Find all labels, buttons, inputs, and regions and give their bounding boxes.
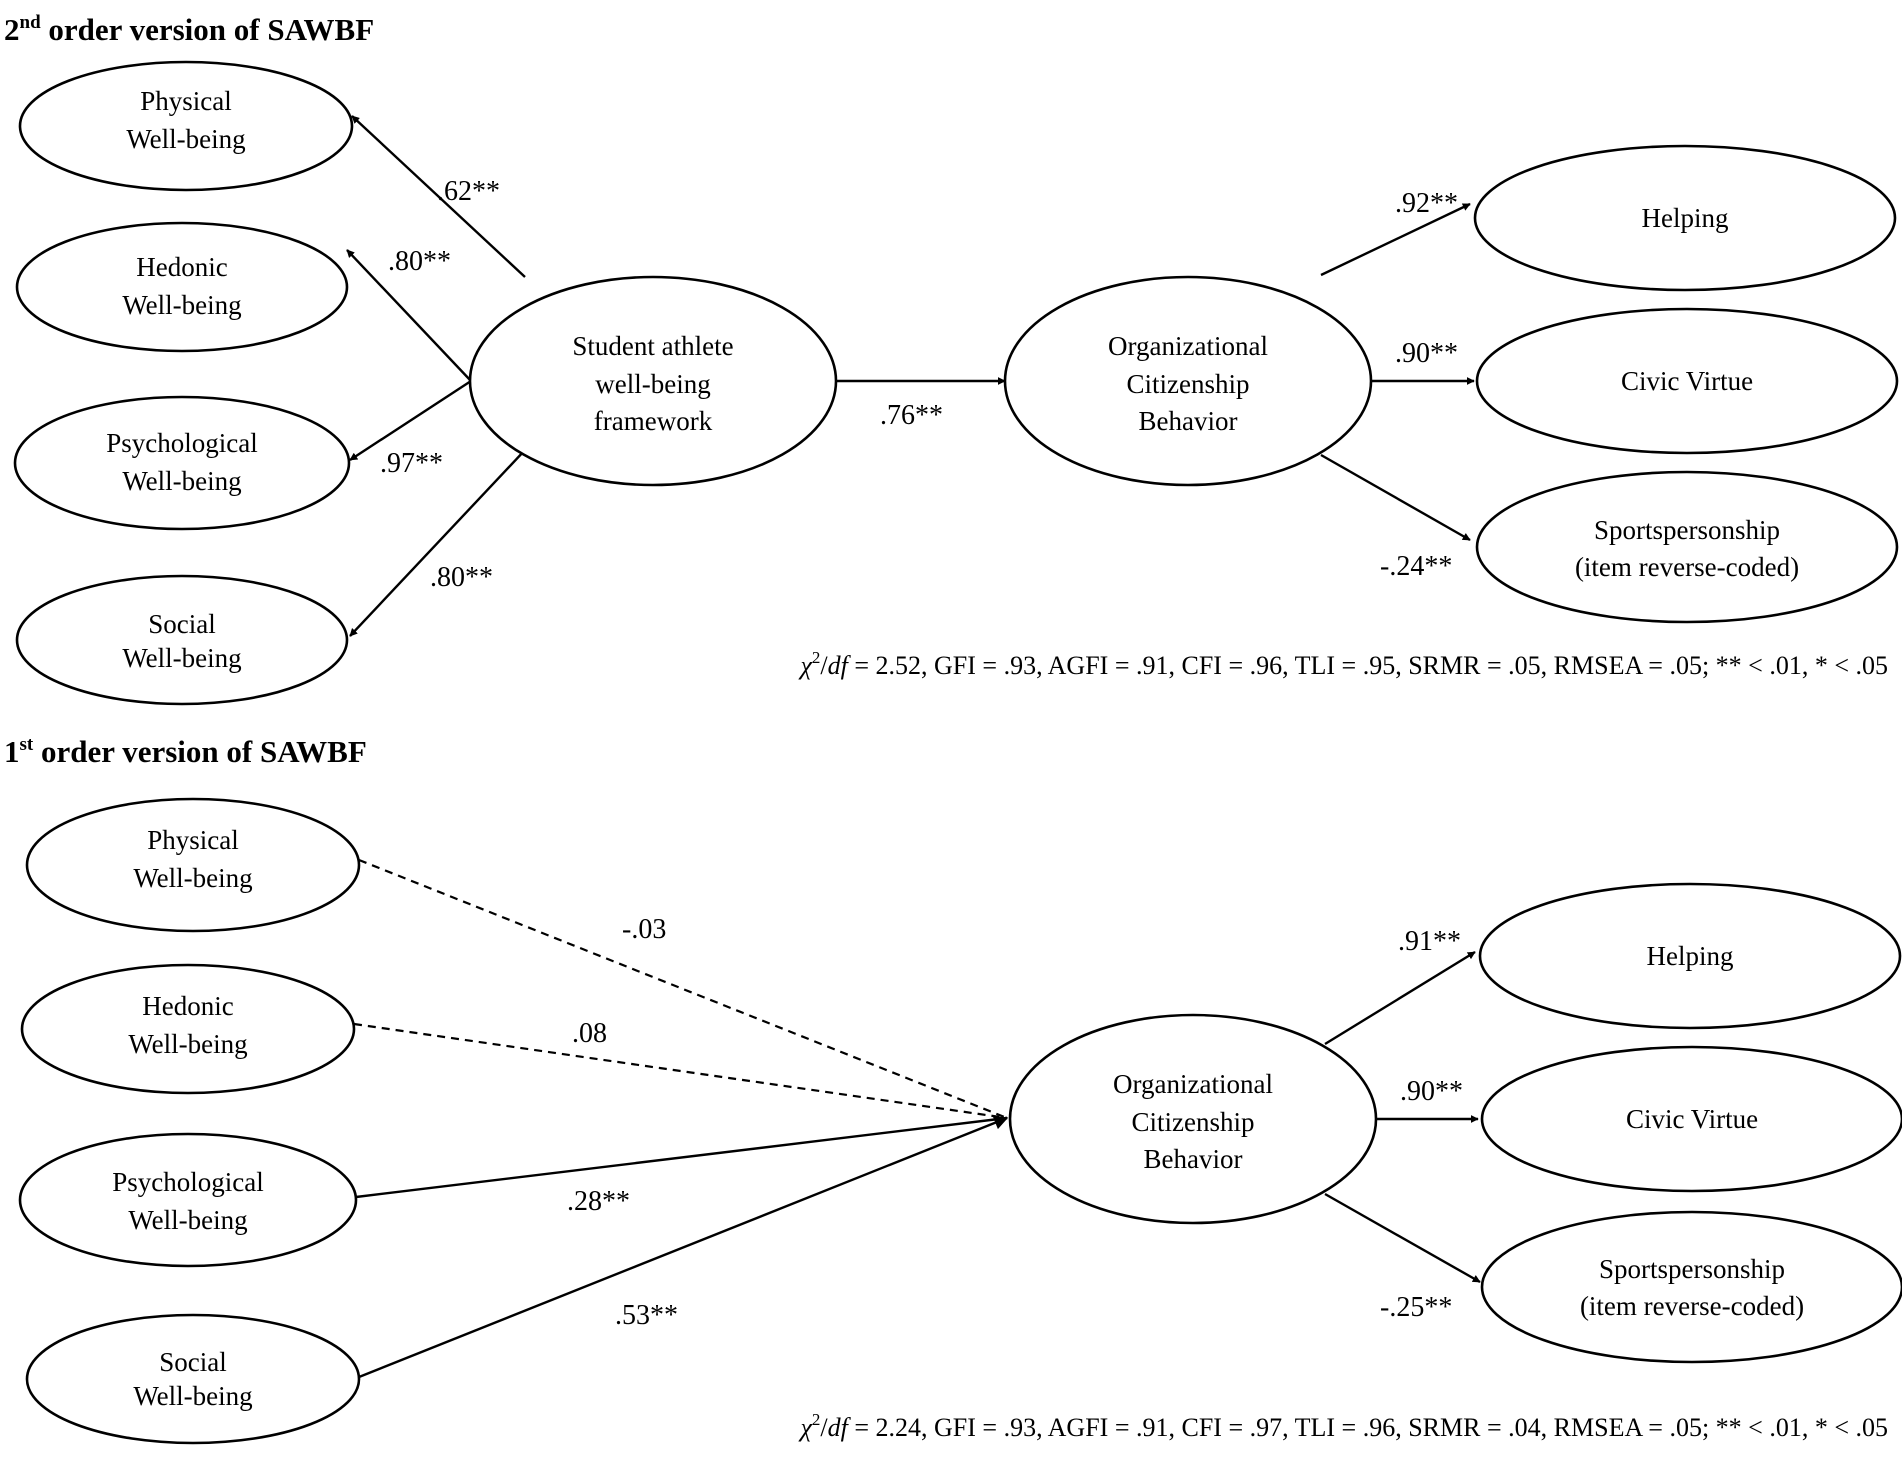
svg-text:(item reverse-coded): (item reverse-coded) bbox=[1575, 552, 1799, 582]
edge-ocb-helping bbox=[1320, 202, 1471, 277]
edge-hedonic-ocb bbox=[353, 1022, 1008, 1120]
panel-first-order: 1st order version of SAWBF Physical Well… bbox=[4, 734, 1902, 1445]
edge-sawbf-social bbox=[349, 449, 526, 637]
coef-ocb-civic: .90** bbox=[1395, 338, 1458, 369]
edge-ocb-helping-1st bbox=[1324, 950, 1476, 1046]
edge-psychological-ocb bbox=[355, 1116, 1008, 1199]
fit-statistics-second-order: χ2/df = 2.52, GFI = .93, AGFI = .91, CFI… bbox=[797, 648, 1888, 680]
svg-text:Sportspersonship: Sportspersonship bbox=[1594, 515, 1780, 545]
coef-ocb-civic-1st: .90** bbox=[1400, 1076, 1463, 1107]
panel-title-first-order: 1st order version of SAWBF bbox=[4, 734, 367, 769]
svg-text:Physical: Physical bbox=[140, 86, 232, 116]
svg-text:Well-being: Well-being bbox=[133, 863, 252, 893]
panel-second-order: 2nd order version of SAWBF Physical Well… bbox=[4, 12, 1899, 706]
node-organizational-citizenship-behavior: Organizational Citizenship Behavior bbox=[1003, 275, 1373, 487]
svg-text:Social: Social bbox=[159, 1347, 227, 1377]
node-sportspersonship: Sportspersonship (item reverse-coded) bbox=[1475, 470, 1899, 624]
svg-text:Psychological: Psychological bbox=[112, 1167, 263, 1197]
coef-sawbf-ocb: .76** bbox=[880, 400, 943, 431]
coef-sawbf-hedonic: .80** bbox=[388, 246, 451, 277]
coef-ocb-sports: -.24** bbox=[1380, 551, 1452, 582]
svg-text:(item reverse-coded): (item reverse-coded) bbox=[1580, 1291, 1804, 1321]
edge-social-ocb bbox=[358, 1116, 1009, 1379]
edge-ocb-sports-1st bbox=[1324, 1192, 1481, 1284]
edge-sawbf-psychological bbox=[349, 379, 472, 462]
node-physical-wellbeing: Physical Well-being bbox=[18, 60, 354, 192]
edge-sawbf-physical bbox=[351, 115, 526, 278]
coef-sawbf-psychological: .97** bbox=[380, 448, 443, 479]
svg-text:Sportspersonship: Sportspersonship bbox=[1599, 1254, 1785, 1284]
node-civic-virtue: Civic Virtue bbox=[1475, 307, 1899, 455]
svg-text:Well-being: Well-being bbox=[128, 1205, 247, 1235]
edge-sawbf-hedonic bbox=[346, 249, 472, 382]
svg-text:Organizational: Organizational bbox=[1113, 1069, 1273, 1099]
node-social-wellbeing-1st: Social Well-being bbox=[25, 1313, 361, 1445]
coef-ocb-helping-1st: .91** bbox=[1398, 926, 1461, 957]
coef-social-ocb: .53** bbox=[615, 1300, 678, 1331]
edge-ocb-sports bbox=[1320, 453, 1471, 542]
node-civic-virtue-1st: Civic Virtue bbox=[1480, 1045, 1902, 1193]
svg-text:well-being: well-being bbox=[595, 369, 710, 399]
svg-text:Well-being: Well-being bbox=[122, 643, 241, 673]
coef-physical-ocb: -.03 bbox=[622, 914, 666, 945]
coef-hedonic-ocb: .08 bbox=[572, 1018, 607, 1049]
svg-text:Well-being: Well-being bbox=[126, 124, 245, 154]
svg-text:Organizational: Organizational bbox=[1108, 331, 1268, 361]
svg-text:Psychological: Psychological bbox=[106, 428, 257, 458]
coef-sawbf-social: .80** bbox=[430, 562, 493, 593]
node-psychological-wellbeing: Psychological Well-being bbox=[13, 395, 351, 531]
svg-text:Well-being: Well-being bbox=[122, 466, 241, 496]
panel-title-second-order: 2nd order version of SAWBF bbox=[4, 12, 374, 47]
svg-text:Physical: Physical bbox=[147, 825, 239, 855]
svg-text:Citizenship: Citizenship bbox=[1132, 1107, 1255, 1137]
edge-physical-ocb bbox=[358, 858, 1008, 1120]
svg-text:Helping: Helping bbox=[1647, 941, 1734, 971]
svg-text:Behavior: Behavior bbox=[1144, 1144, 1243, 1174]
svg-text:Civic Virtue: Civic Virtue bbox=[1626, 1104, 1758, 1134]
node-helping-1st: Helping bbox=[1478, 882, 1902, 1030]
fit-statistics-first-order: χ2/df = 2.24, GFI = .93, AGFI = .91, CFI… bbox=[797, 1410, 1888, 1442]
coef-ocb-helping: .92** bbox=[1395, 188, 1458, 219]
node-psychological-wellbeing-1st: Psychological Well-being bbox=[18, 1132, 358, 1268]
node-social-wellbeing: Social Well-being bbox=[15, 574, 349, 706]
svg-text:Citizenship: Citizenship bbox=[1127, 369, 1250, 399]
svg-text:Hedonic: Hedonic bbox=[142, 991, 233, 1021]
node-organizational-citizenship-behavior-1st: Organizational Citizenship Behavior bbox=[1008, 1013, 1378, 1225]
svg-text:Social: Social bbox=[148, 609, 216, 639]
node-hedonic-wellbeing-1st: Hedonic Well-being bbox=[20, 963, 356, 1095]
coef-ocb-sports-1st: -.25** bbox=[1380, 1292, 1452, 1323]
svg-text:Helping: Helping bbox=[1642, 203, 1729, 233]
coef-psychological-ocb: .28** bbox=[567, 1186, 630, 1217]
node-student-athlete-wellbeing-framework: Student athlete well-being framework bbox=[468, 275, 838, 487]
node-helping: Helping bbox=[1473, 144, 1897, 292]
svg-text:framework: framework bbox=[594, 406, 713, 436]
svg-text:Civic Virtue: Civic Virtue bbox=[1621, 366, 1753, 396]
svg-text:Student athlete: Student athlete bbox=[572, 331, 733, 361]
svg-text:Hedonic: Hedonic bbox=[136, 252, 227, 282]
svg-text:Behavior: Behavior bbox=[1139, 406, 1238, 436]
svg-text:Well-being: Well-being bbox=[133, 1381, 252, 1411]
svg-text:Well-being: Well-being bbox=[128, 1029, 247, 1059]
node-physical-wellbeing-1st: Physical Well-being bbox=[25, 797, 361, 933]
svg-text:Well-being: Well-being bbox=[122, 290, 241, 320]
node-hedonic-wellbeing: Hedonic Well-being bbox=[15, 221, 349, 353]
coef-sawbf-physical: .62** bbox=[437, 176, 500, 207]
node-sportspersonship-1st: Sportspersonship (item reverse-coded) bbox=[1480, 1210, 1902, 1364]
